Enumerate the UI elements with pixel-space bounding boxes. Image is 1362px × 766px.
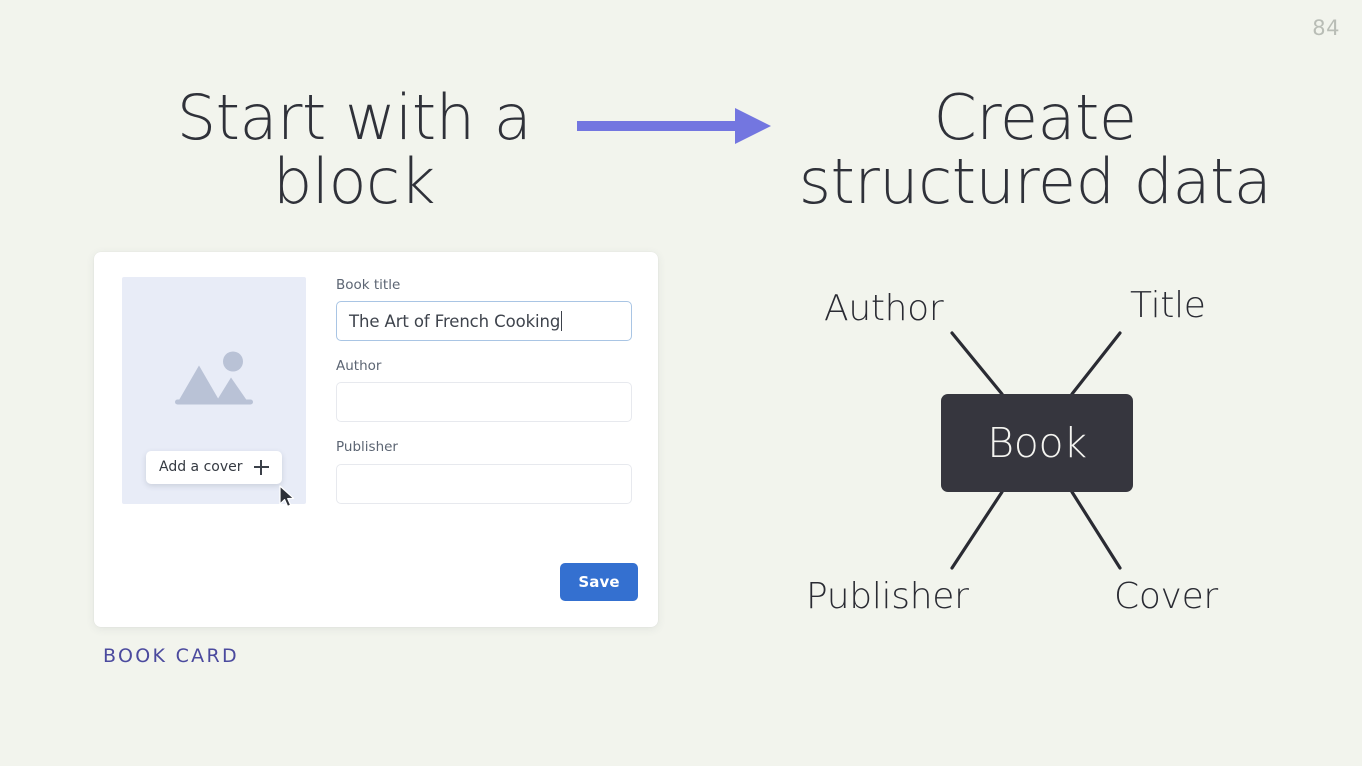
diagram-connector-lines bbox=[950, 331, 1122, 570]
image-placeholder-icon bbox=[169, 346, 259, 417]
heading-right: Create structured data bbox=[798, 81, 1272, 219]
diagram-center-node: Book bbox=[941, 394, 1133, 492]
heading-left: Start with a block bbox=[176, 81, 532, 219]
field-group-publisher: Publisher bbox=[336, 439, 632, 504]
book-card-caption: BOOK CARD bbox=[103, 645, 239, 667]
book-card: Add a cover Book title The Art of French… bbox=[94, 252, 658, 627]
mouse-pointer-icon bbox=[279, 485, 297, 509]
author-input[interactable] bbox=[336, 382, 632, 423]
diagram-node-publisher: Publisher bbox=[806, 576, 969, 617]
add-cover-label: Add a cover bbox=[159, 459, 243, 475]
book-title-value: The Art of French Cooking bbox=[349, 311, 561, 331]
diagram-node-author: Author bbox=[824, 288, 944, 329]
save-button[interactable]: Save bbox=[560, 563, 638, 601]
arrow-right-icon bbox=[575, 104, 773, 148]
add-cover-button[interactable]: Add a cover bbox=[146, 451, 282, 484]
page-number: 84 bbox=[1312, 16, 1340, 40]
plus-icon bbox=[253, 459, 269, 475]
book-form: Book title The Art of French Cooking Aut… bbox=[336, 277, 632, 521]
diagram-center-node-label: Book bbox=[987, 419, 1087, 467]
cover-placeholder[interactable]: Add a cover bbox=[122, 277, 306, 507]
text-caret bbox=[561, 311, 563, 332]
publisher-label: Publisher bbox=[336, 439, 398, 456]
publisher-input[interactable] bbox=[336, 463, 632, 504]
diagram-node-cover: Cover bbox=[1114, 576, 1218, 617]
author-label: Author bbox=[336, 358, 382, 375]
book-title-input[interactable]: The Art of French Cooking bbox=[336, 301, 632, 342]
field-group-author: Author bbox=[336, 358, 632, 423]
book-title-label: Book title bbox=[336, 277, 401, 293]
diagram-node-title: Title bbox=[1130, 285, 1206, 326]
structured-data-diagram: Author Title Publisher Cover Book bbox=[780, 268, 1280, 640]
field-group-book-title: Book title The Art of French Cooking bbox=[336, 277, 632, 342]
